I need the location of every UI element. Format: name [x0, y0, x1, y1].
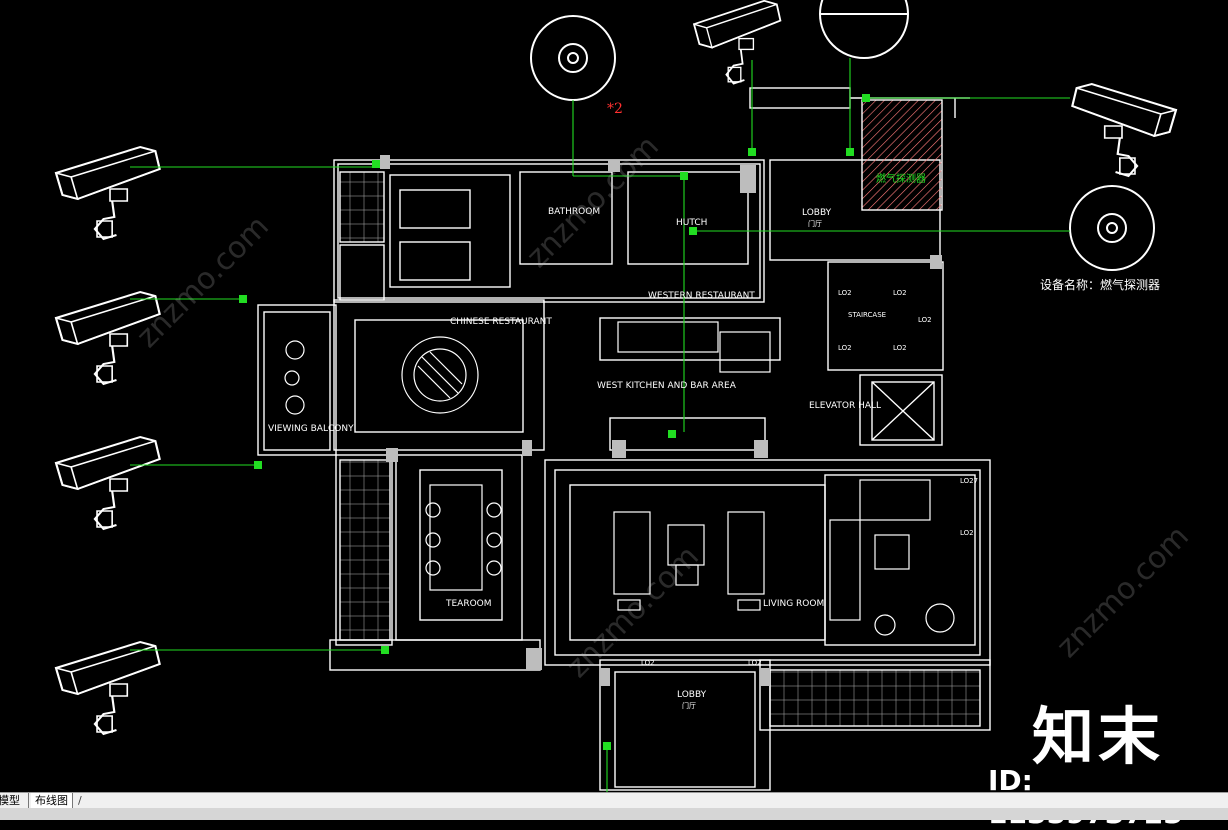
red-annotation: *2 — [607, 101, 623, 117]
tab-wiring-diagram[interactable]: 布线图 — [31, 793, 73, 808]
camera-icon — [54, 145, 161, 241]
gas-detector-icon — [530, 0, 1155, 271]
room-label-living-room: LIVING ROOM — [763, 599, 824, 609]
room-label-elevator-hall: ELEVATOR HALL — [809, 401, 881, 411]
room-label-tearoom: TEAROOM — [445, 599, 492, 609]
wall-columns — [380, 155, 942, 686]
room-label-lobby-top: LOBBY — [802, 208, 832, 218]
room-label-bathroom: BATHROOM — [548, 207, 600, 217]
level-mark: LO2 — [748, 659, 762, 667]
layout-tab-bar: 模型 布线图 / — [0, 792, 1228, 809]
room-label-lobby-bottom-cn: 门厅 — [682, 701, 696, 710]
level-mark: LO2 — [960, 529, 974, 537]
room-label-chinese-restaurant: CHINESE RESTAURANT — [450, 317, 552, 327]
wiring-lines — [130, 58, 1070, 792]
camera-icon — [693, 0, 782, 85]
room-label-west-kitchen: WEST KITCHEN AND BAR AREA — [597, 381, 737, 391]
level-mark: LO2 — [893, 344, 907, 352]
room-label-lobby-top-cn: 门厅 — [808, 219, 822, 228]
horizontal-scrollbar[interactable] — [0, 808, 1228, 820]
device-name-caption: 设备名称：燃气探测器 — [1040, 277, 1160, 292]
room-label-hutch: HUTCH — [676, 218, 707, 228]
level-mark: LO27 — [960, 477, 978, 485]
level-mark: LO2 — [838, 289, 852, 297]
furniture — [284, 321, 955, 636]
camera-icon — [54, 435, 161, 531]
wiring-nodes — [239, 94, 870, 750]
room-label-viewing-balcony: VIEWING BALCONY — [268, 424, 354, 434]
camera-icon — [1071, 82, 1178, 178]
level-mark: LO2 — [838, 344, 852, 352]
level-mark: LO2 — [641, 659, 655, 667]
level-mark: LO2 — [893, 289, 907, 297]
room-label-staircase: STAIRCASE — [848, 311, 886, 319]
tab-model[interactable]: 模型 — [0, 793, 29, 808]
room-label-lobby-bottom: LOBBY — [677, 690, 707, 700]
tab-divider: / — [78, 794, 82, 807]
camera-icon — [54, 640, 161, 736]
watermark-logo: 知末 — [1032, 700, 1165, 773]
room-label-western-restaurant: WESTERN RESTAURANT — [648, 291, 755, 301]
green-device-label: 燃气探测器 — [876, 172, 926, 185]
level-mark: LO2 — [918, 316, 932, 324]
cad-drawing-canvas[interactable]: BATHROOM HUTCH LOBBY 门厅 WESTERN RESTAURA… — [0, 0, 1228, 792]
